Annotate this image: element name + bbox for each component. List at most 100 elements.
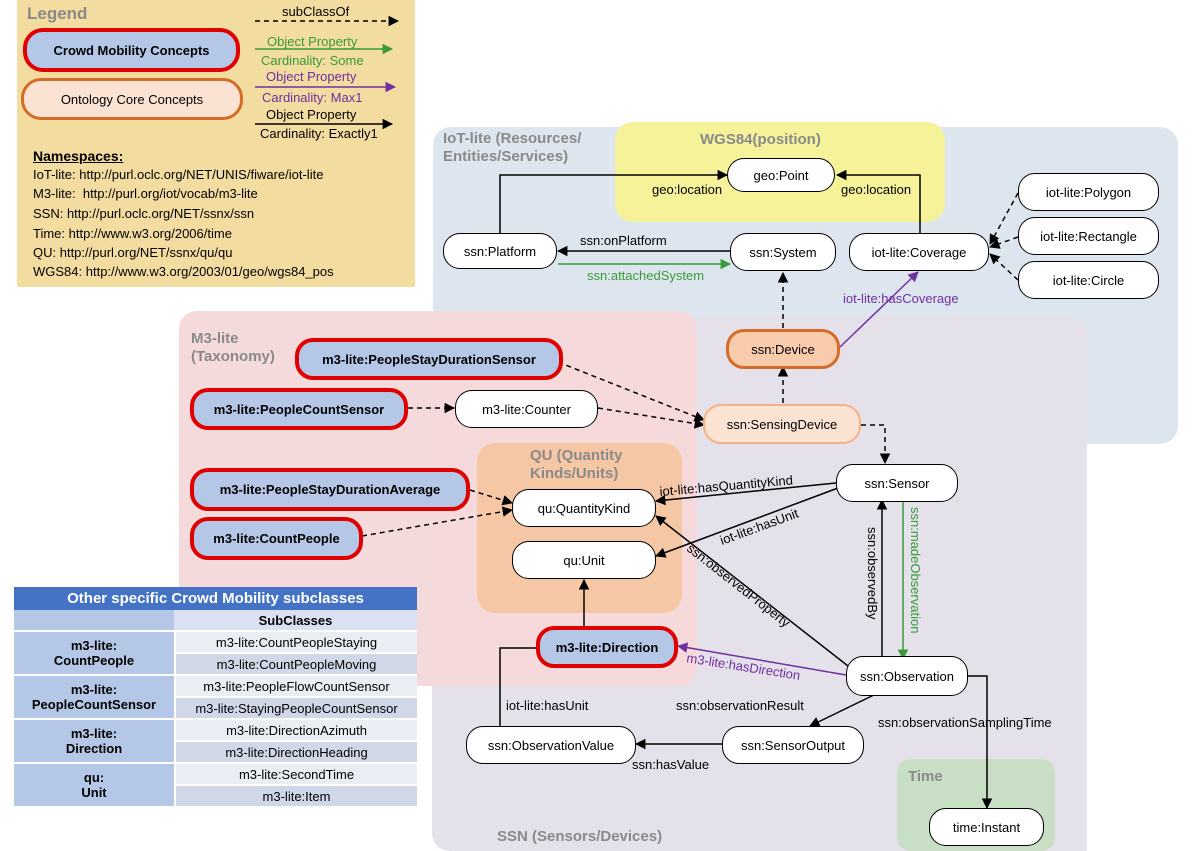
edge-label-on-platform: ssn:onPlatform xyxy=(580,233,667,248)
edge-label-value-has-unit: iot-lite:hasUnit xyxy=(506,698,589,713)
table-row-key: m3-lite: Direction xyxy=(14,718,174,762)
table-row-key-line2: Direction xyxy=(65,741,123,756)
table-cell: m3-lite:DirectionAzimuth xyxy=(174,718,417,740)
edge-has-quantity-kind xyxy=(654,482,837,506)
node-m3-stay-duration-average: m3-lite:PeopleStayDurationAverage xyxy=(190,468,470,511)
legend-panel: Legend Crowd Mobility Concepts Ontology … xyxy=(17,0,415,287)
table-row-key-line1: m3-lite: xyxy=(70,638,118,653)
table-title: Other specific Crowd Mobility subclasses xyxy=(14,587,417,610)
node-qu-quantity-kind: qu:QuantityKind xyxy=(512,489,656,527)
legend-op-max1-label: Object Property xyxy=(266,69,357,84)
edge-label-has-quantity-kind: iot-lite:hasQuantityKind xyxy=(659,472,793,499)
legend-op-max1-card: Cardinality: Max1 xyxy=(262,90,363,105)
table-cell: m3-lite:PeopleFlowCountSensor xyxy=(174,674,417,696)
namespace-iot-lite: IoT-lite: http://purl.oclc.org/NET/UNIS/… xyxy=(33,167,324,182)
node-geo-point: geo:Point xyxy=(727,158,835,192)
table-row-key-line2: CountPeople xyxy=(53,653,135,668)
group-title-wgs84: WGS84(position) xyxy=(700,131,821,148)
legend-op-exact-card: Cardinality: Exactly1 xyxy=(260,126,378,141)
table-cell: m3-lite:Item xyxy=(174,784,417,806)
group-title-iot-lite: IoT-lite (Resources/ Entities/Services) xyxy=(443,130,582,165)
node-time-instant: time:Instant xyxy=(929,808,1044,846)
edge-polygon-coverage xyxy=(989,192,1019,245)
edge-circle-coverage xyxy=(989,253,1019,281)
edge-label-observation-result: ssn:observationResult xyxy=(676,698,804,713)
node-ssn-system: ssn:System xyxy=(730,233,836,271)
table-row: m3-lite:DirectionHeading xyxy=(14,740,417,762)
legend-op-exact-label: Object Property xyxy=(266,107,357,122)
namespace-m3-lite: M3-lite: http://purl.org/iot/vocab/m3-li… xyxy=(33,186,258,201)
edge-label-observed-property: ssn:observedProperty xyxy=(684,541,793,631)
edge-coverage-geo-location xyxy=(835,169,921,233)
edge-label-geo-location-left: geo:location xyxy=(652,182,722,197)
edge-observation-result xyxy=(809,691,881,727)
group-title-m3-lite: M3-lite (Taxonomy) xyxy=(191,330,275,365)
legend-title: Legend xyxy=(27,4,88,23)
table-cell: m3-lite:StayingPeopleCountSensor xyxy=(174,696,417,718)
edge-label-has-coverage: iot-lite:hasCoverage xyxy=(843,291,959,306)
legend-crowd-concepts: Crowd Mobility Concepts xyxy=(23,28,240,72)
node-ssn-sensor: ssn:Sensor xyxy=(836,464,958,502)
node-iot-coverage: iot-lite:Coverage xyxy=(849,233,989,271)
edge-has-coverage xyxy=(839,271,919,348)
namespace-ssn: SSN: http://purl.oclc.org/NET/ssnx/ssn xyxy=(33,206,255,221)
edge-label-sensor-has-unit: iot-lite:hasUnit xyxy=(718,505,801,547)
namespace-wgs84: WGS84: http://www.w3.org/2003/01/geo/wgs… xyxy=(33,264,334,279)
edge-observed-property xyxy=(655,515,849,667)
table-row-key-line1: m3-lite: xyxy=(70,682,118,697)
group-title-ssn: SSN (Sensors/Devices) xyxy=(497,828,663,845)
node-qu-unit: qu:Unit xyxy=(512,541,656,579)
edge-label-sampling-time: ssn:observationSamplingTime xyxy=(878,715,1052,730)
edge-counter-sensingdevice xyxy=(597,407,706,429)
table-row: qu: Unit m3-lite:SecondTime xyxy=(14,762,417,806)
legend-op-some-card: Cardinality: Some xyxy=(261,53,364,68)
node-iot-polygon: iot-lite:Polygon xyxy=(1018,173,1159,211)
node-ssn-sensing-device: ssn:SensingDevice xyxy=(703,404,861,444)
table-row-key-line2: Unit xyxy=(81,785,107,800)
edge-stayaverage-quantitykind xyxy=(469,489,514,506)
table-row: m3-lite: CountPeople m3-lite:CountPeople… xyxy=(14,630,417,674)
table-cell: m3-lite:SecondTime xyxy=(174,762,417,784)
group-title-qu: QU (Quantity Kinds/Units) xyxy=(530,447,623,482)
table-row: m3-lite:StayingPeopleCountSensor xyxy=(14,696,417,718)
namespaces-title-text: Namespaces xyxy=(33,148,119,164)
node-iot-circle: iot-lite:Circle xyxy=(1018,261,1159,299)
table-header-subclasses: SubClasses xyxy=(174,610,417,630)
table-row-key-line2: PeopleCountSensor xyxy=(31,697,157,712)
table-header-row: SubClasses xyxy=(14,610,417,630)
table-row: m3-lite: Direction m3-lite:DirectionAzim… xyxy=(14,718,417,762)
node-ssn-device: ssn:Device xyxy=(726,329,840,369)
node-m3-direction: m3-lite:Direction xyxy=(536,626,678,668)
edge-rectangle-coverage xyxy=(989,236,1019,249)
table-row-key: m3-lite: PeopleCountSensor xyxy=(14,674,174,718)
table-row-key: qu: Unit xyxy=(14,762,174,806)
namespace-qu: QU: http://purl.org/NET/ssnx/qu/qu xyxy=(33,245,233,260)
legend-subclass-label: subClassOf xyxy=(282,4,350,19)
node-m3-stay-duration-sensor: m3-lite:PeopleStayDurationSensor xyxy=(295,338,563,380)
edge-sampling-time xyxy=(968,675,993,810)
table-row: m3-lite:CountPeopleMoving xyxy=(14,652,417,674)
edge-platform-geo-location xyxy=(499,169,729,233)
edge-stayduration-sensingdevice xyxy=(557,361,705,422)
table-row-key: m3-lite: CountPeople xyxy=(14,630,174,674)
namespace-time: Time: http://www.w3.org/2006/time xyxy=(33,226,232,241)
namespaces-title: Namespaces: xyxy=(33,148,124,164)
node-m3-people-count-sensor: m3-lite:PeopleCountSensor xyxy=(190,388,408,430)
edge-countpeople-quantitykind xyxy=(361,506,514,537)
edge-label-geo-location-right: geo:location xyxy=(841,182,911,197)
table-row: m3-lite: PeopleCountSensor m3-lite:Peopl… xyxy=(14,674,417,718)
node-iot-rectangle: iot-lite:Rectangle xyxy=(1018,217,1159,255)
edge-label-observed-by: ssn:observedBy xyxy=(865,527,880,620)
table-cell: m3-lite:CountPeopleMoving xyxy=(174,652,417,674)
edge-label-made-observation: ssn:madeObservation xyxy=(908,507,923,633)
group-title-time: Time xyxy=(908,768,943,785)
edge-has-direction xyxy=(676,642,847,676)
table-header-empty xyxy=(14,610,174,630)
legend-core-concepts: Ontology Core Concepts xyxy=(21,78,243,120)
table-cell: m3-lite:CountPeopleStaying xyxy=(174,630,417,652)
table-row: m3-lite:Item xyxy=(14,784,417,806)
edge-sensingdevice-sensor xyxy=(861,424,891,465)
node-m3-counter: m3-lite:Counter xyxy=(455,390,598,428)
node-ssn-observation: ssn:Observation xyxy=(846,656,968,696)
